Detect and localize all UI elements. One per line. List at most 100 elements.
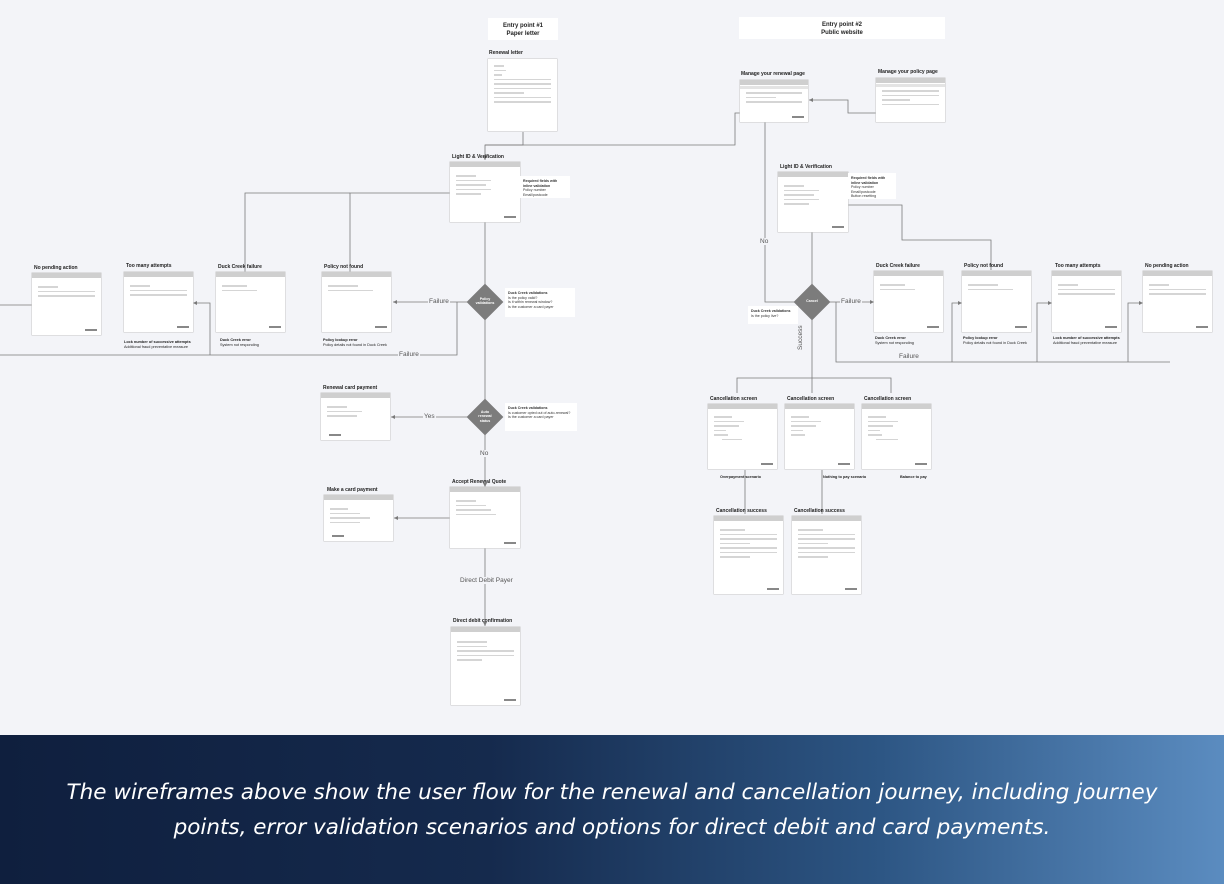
caption-subtitle: Policy details not found in Duck Creek [323, 342, 387, 347]
edge-label-no: No [759, 238, 770, 245]
edge-label-failure: Failure [840, 298, 862, 305]
edge-label-failure: Failure [398, 351, 420, 358]
caption-subtitle: System not responding [875, 340, 914, 345]
screen-cancellation-2 [785, 404, 854, 469]
connector-lines [0, 80, 1170, 626]
caption-title: Lock number of successive attempts [1053, 336, 1120, 340]
caption-banner: The wireframes above show the user flow … [0, 735, 1224, 884]
screen-too-many-attempts-1 [124, 272, 193, 332]
screen-title: Light ID & Verification [780, 164, 832, 170]
screen-title: Make a card payment [327, 487, 378, 493]
screen-policy-not-found-2 [962, 271, 1031, 332]
screen-make-card-payment [324, 495, 393, 541]
screen-title: Too many attempts [126, 263, 172, 269]
screen-title: Accept Renewal Quote [452, 479, 507, 485]
note-line: Policy number [523, 188, 546, 193]
caption-balance-to-pay: Balance to pay [900, 475, 927, 479]
screen-title: Cancellation success [794, 508, 845, 514]
note-title: Duck Creek validations [751, 309, 791, 313]
note-line: Is the customer a card payer [508, 304, 554, 309]
screen-title: Light ID & Verification [452, 154, 504, 160]
note-line: Is the policy valid? [508, 295, 538, 300]
note-line: Policy number [851, 185, 874, 190]
entry-point-1-title: Entry point #1 [502, 23, 543, 29]
screen-direct-debit-confirmation [451, 627, 520, 705]
screen-title: No pending action [34, 265, 78, 271]
screen-title: Manage your policy page [878, 69, 938, 75]
screen-too-many-attempts-2 [1052, 271, 1121, 332]
screen-renewal-card-payment [321, 393, 390, 440]
screen-renewal-letter [488, 59, 557, 131]
decision-label: Policy [479, 297, 491, 301]
screen-title: Policy not found [324, 264, 364, 270]
entry-point-2-subtitle: Public website [821, 30, 863, 36]
screen-title: Cancellation screen [864, 396, 912, 402]
decision-label: renewal [478, 414, 492, 419]
note-line: Is the policy live? [751, 313, 779, 318]
entry-point-1-subtitle: Paper letter [506, 31, 540, 37]
screen-title: Renewal letter [489, 50, 523, 56]
caption-title: Duck Creek error [220, 338, 251, 342]
screen-title: Too many attempts [1055, 263, 1101, 269]
screen-duck-creek-failure-1 [216, 272, 285, 332]
edge-label-failure: Failure [898, 353, 920, 360]
screen-title: Renewal card payment [323, 385, 378, 391]
note-line: Is it within renewal window? [508, 300, 553, 305]
screen-manage-policy [876, 78, 945, 122]
caption-title: Duck Creek error [875, 336, 906, 340]
caption-title: Lock number of successive attempts [124, 340, 191, 344]
screen-cancellation-success-2 [792, 516, 861, 594]
note-line: Email/postcode [851, 189, 876, 194]
screen-title: Policy not found [964, 263, 1004, 269]
entry-point-2-title: Entry point #2 [821, 22, 862, 28]
screen-no-pending-action-2 [1143, 271, 1212, 332]
screen-cancellation-success-1 [714, 516, 783, 594]
note-required-fields-2: Required fields with inline validation P… [848, 173, 896, 199]
screen-cancellation-1 [708, 404, 777, 469]
screen-no-pending-action-1 [32, 273, 101, 335]
caption-text: The wireframes above show the user flow … [66, 779, 1158, 840]
note-title: Duck Creek validations [508, 406, 548, 410]
note-line: Is customer opted out of auto-renewal? [508, 410, 571, 415]
caption-title: Policy lookup error [323, 338, 358, 342]
entry-point-public-website: Entry point #2 Public website [739, 17, 945, 39]
note-duck-creek-validations-3: Duck Creek validations Is the policy liv… [748, 306, 798, 324]
screen-title: Direct debit confirmation [453, 618, 513, 624]
note-line: Email/postcode [523, 192, 548, 197]
screen-cancellation-3 [862, 404, 931, 469]
decision-label: Auto [480, 410, 490, 414]
edge-label-success: Success [797, 324, 804, 351]
caption-nothing-to-pay-scenario: Nothing to pay scenario [823, 475, 867, 479]
caption-subtitle: System not responding [220, 342, 259, 347]
screen-title: Cancellation success [716, 508, 767, 514]
screen-title: Cancellation screen [787, 396, 835, 402]
screen-light-id-verification-1 [450, 162, 520, 222]
caption-subtitle: Additional fraud preventative measure [124, 344, 188, 349]
note-line: Button resetting [851, 194, 877, 199]
edge-label-failure: Failure [428, 298, 450, 305]
screen-title: No pending action [1145, 263, 1189, 269]
decision-label: status [479, 418, 491, 423]
decision-label: validations [475, 301, 495, 306]
screen-policy-not-found-1 [322, 272, 391, 332]
screen-manage-renewal [740, 80, 808, 122]
caption-title: Policy lookup error [963, 336, 998, 340]
edge-label-no: No [479, 450, 490, 457]
caption-subtitle: Policy details not found in Duck Creek [963, 340, 1027, 345]
screen-light-id-verification-2 [778, 172, 848, 232]
screen-accept-renewal-quote [450, 487, 520, 548]
screen-duck-creek-failure-2 [874, 271, 943, 332]
flow-diagram: Entry point #1 Paper letter Entry point … [0, 17, 1212, 705]
note-duck-creek-validations-2: Duck Creek validations Is customer opted… [505, 403, 577, 431]
screen-title: Duck Creek failure [876, 263, 920, 269]
note-title: Required fields with inline validation [851, 176, 886, 185]
note-title: Duck Creek validations [508, 291, 548, 295]
edge-label-yes: Yes [423, 413, 436, 420]
